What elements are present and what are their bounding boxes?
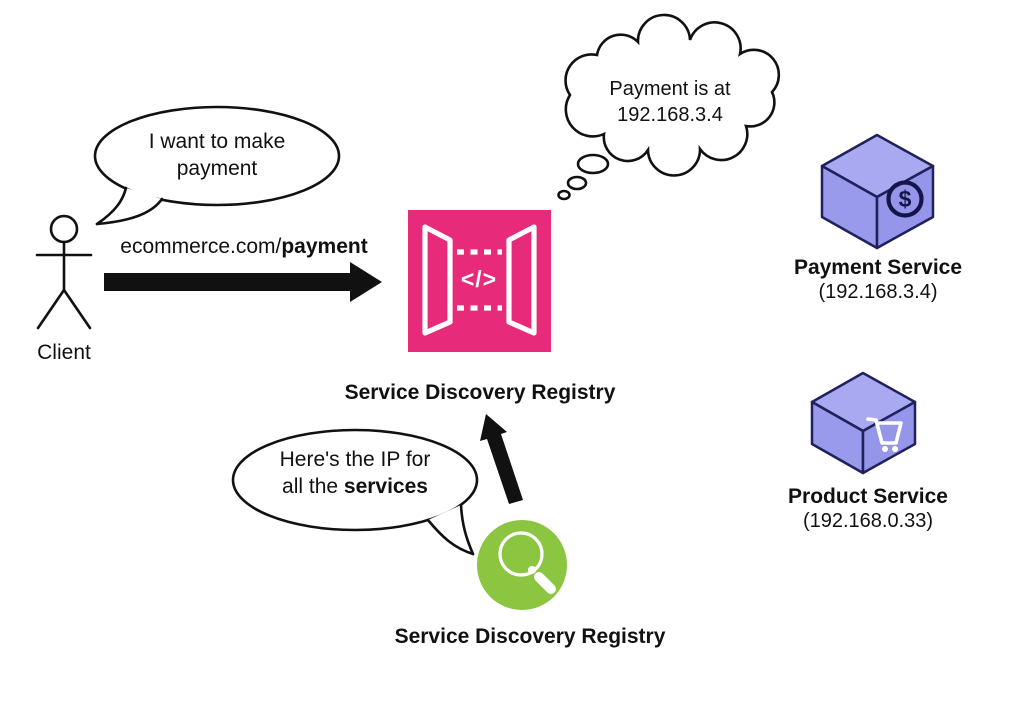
- registry-label: Service Discovery Registry: [394, 625, 666, 648]
- thought-cloud: [557, 13, 781, 201]
- client-label: Client: [37, 341, 91, 364]
- registry-speech-line2-plain: all the: [282, 475, 344, 498]
- client-stick-figure-icon: [35, 214, 93, 330]
- registry-speech-line2: all the services: [252, 473, 458, 500]
- request-arrow: [104, 262, 382, 302]
- request-url-plain: ecommerce.com/: [120, 235, 282, 258]
- search-icon: [477, 520, 567, 610]
- registry-speech-line1: Here's the IP for: [279, 448, 431, 471]
- gateway-code-glyph: </>: [460, 266, 498, 292]
- product-service-name: Product Service: [788, 485, 948, 508]
- client-speech-bubble: [93, 105, 341, 226]
- thought-text: Payment is at 192.168.3.4: [609, 78, 731, 126]
- payment-service-name: Payment Service: [793, 256, 963, 279]
- cart-icon: [866, 417, 903, 452]
- product-service-cube-icon: [810, 371, 917, 475]
- registry-speech-bubble: [231, 428, 479, 556]
- api-gateway-icon: [408, 210, 551, 352]
- registry-speech-line2-bold: services: [343, 475, 428, 498]
- gateway-label: Service Discovery Registry: [344, 381, 616, 404]
- client-speech-text: I want to make payment: [148, 130, 286, 180]
- registry-speech-text: Here's the IP for all the services: [252, 446, 458, 500]
- product-service-ip: (192.168.0.33): [802, 510, 934, 532]
- payment-service-ip: (192.168.3.4): [818, 281, 938, 303]
- dollar-glyph: $: [898, 186, 912, 212]
- request-url-bold: payment: [281, 235, 368, 258]
- request-url-label: ecommerce.com/payment: [112, 235, 376, 259]
- dollar-icon: [886, 180, 924, 218]
- payment-service-cube-icon: [820, 133, 935, 250]
- registry-arrow: [480, 414, 523, 504]
